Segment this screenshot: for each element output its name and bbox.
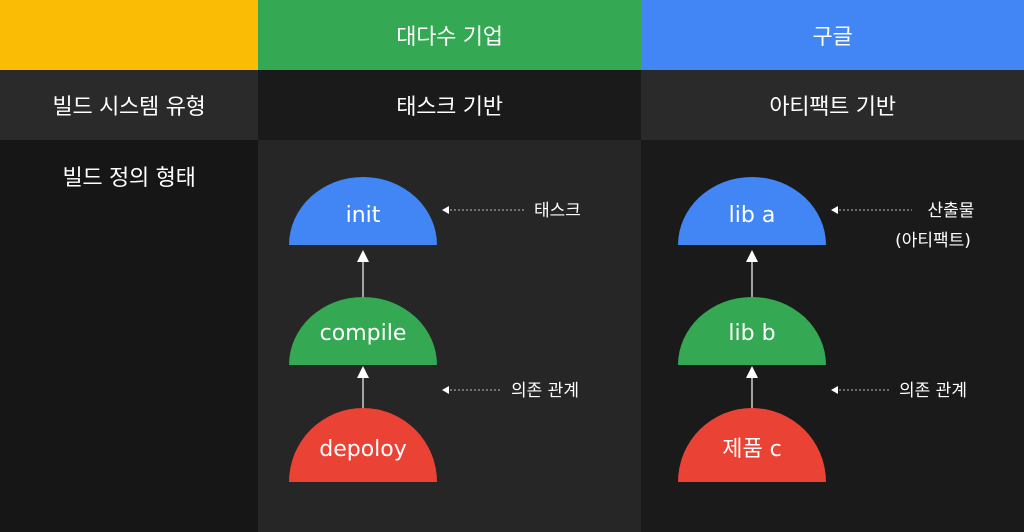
artifact-arrowhead-2	[746, 366, 758, 378]
artifact-annotation-top-arrowhead	[831, 206, 838, 214]
task-annotation-top: 태스크	[534, 201, 581, 221]
task-node-shape-3	[289, 408, 437, 482]
header-most-companies-label: 대다수 기업	[396, 25, 503, 50]
artifact-annotation-bottom-arrowhead	[831, 386, 838, 394]
header-most-companies: 대다수 기업	[258, 0, 641, 70]
task-node-3: depoloy	[319, 437, 407, 462]
task-node-shape-2	[289, 297, 437, 365]
task-annotation-bottom: 의존 관계	[511, 381, 579, 401]
row-build-system-artifact: 아티팩트 기반	[769, 95, 896, 120]
row-build-definition-label: 빌드 정의 형태	[62, 166, 196, 191]
artifact-node-shape-1	[678, 177, 826, 245]
header-google: 구글	[641, 0, 1024, 70]
row-build-system-task-cell: 태스크 기반	[258, 70, 641, 140]
task-diagram: init compile depoloy 태스크 의존 관계	[289, 177, 581, 482]
artifact-node-shape-3	[678, 408, 826, 482]
task-node-1: init	[346, 203, 381, 228]
task-arrowhead-2	[357, 366, 369, 378]
task-arrowhead-1	[357, 250, 369, 262]
header-corner	[0, 0, 258, 70]
artifact-node-1: lib a	[729, 203, 776, 228]
artifact-diagram: lib a lib b 제품 c 산출물 (아티팩트) 의존 관계	[678, 177, 974, 482]
artifact-annotation-top-line2: (아티팩트)	[895, 231, 971, 251]
row-build-system-label: 빌드 시스템 유형	[52, 95, 206, 120]
row-build-system-artifact-cell: 아티팩트 기반	[641, 70, 1024, 140]
task-annotation-bottom-arrowhead	[442, 386, 449, 394]
artifact-arrowhead-1	[746, 250, 758, 262]
row-build-system-label-cell: 빌드 시스템 유형	[0, 70, 258, 140]
task-node-shape-1	[289, 177, 437, 245]
artifact-annotation-bottom: 의존 관계	[899, 381, 967, 401]
task-annotation-top-arrowhead	[442, 206, 449, 214]
artifact-annotation-top-line1: 산출물	[928, 201, 975, 221]
header-google-label: 구글	[812, 25, 853, 50]
artifact-node-2: lib b	[728, 321, 775, 346]
row-build-system-task: 태스크 기반	[396, 95, 503, 120]
row-build-definition-label-cell: 빌드 정의 형태	[0, 140, 258, 532]
artifact-node-shape-2	[678, 297, 826, 365]
task-node-2: compile	[320, 321, 407, 346]
artifact-node-3: 제품 c	[722, 437, 782, 462]
